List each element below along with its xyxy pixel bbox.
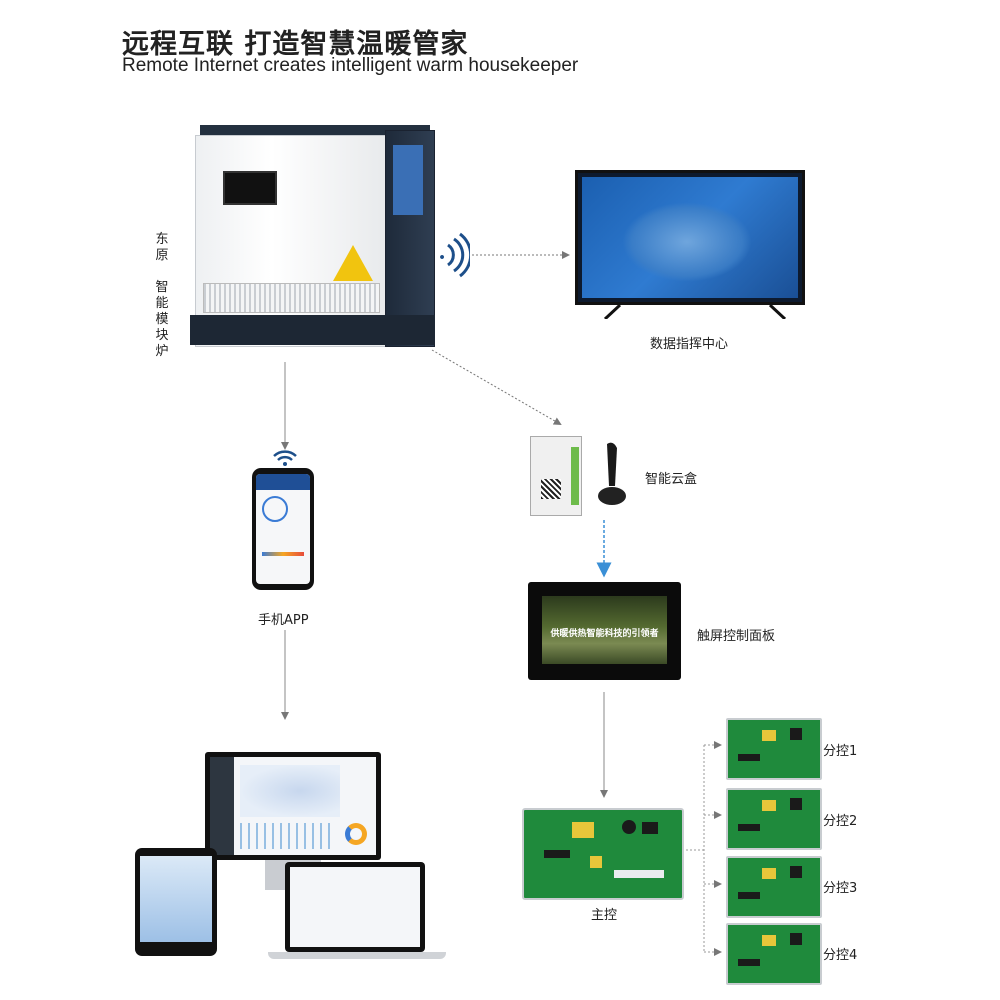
- mobile-app-label: 手机APP: [258, 613, 309, 628]
- sub-control-board-3: [726, 856, 822, 918]
- data-center-label: 数据指挥中心: [650, 337, 729, 352]
- data-center-screen-image: [575, 170, 805, 305]
- sub-control-board-4: [726, 923, 822, 985]
- boiler-control-panel: [223, 171, 277, 205]
- connector-boiler-to-cloudbox: [431, 349, 562, 426]
- touch-panel-image: 供暖供热智能科技的引领者: [528, 582, 681, 680]
- sub-control-label-3: 分控3: [823, 881, 858, 896]
- laptop-base: [268, 952, 446, 959]
- modular-boiler-image: [190, 125, 440, 365]
- antenna-icon: [598, 442, 626, 505]
- cloud-box-label: 智能云盒: [645, 472, 698, 487]
- main-control-board-image: [522, 808, 684, 900]
- phone-wifi-icon: [273, 450, 297, 466]
- desktop-monitor-image: [205, 752, 381, 860]
- sub-control-board-1: [726, 718, 822, 780]
- sub-control-board-2: [726, 788, 822, 850]
- touch-panel-screen-text: 供暖供热智能科技的引领者: [550, 629, 659, 639]
- boiler-label: 东 原 智 能 模 块 炉: [155, 232, 169, 359]
- title-chinese: 远程互联 打造智慧温暖管家: [122, 29, 469, 60]
- tv-stand: [603, 305, 787, 319]
- sub-control-label-1: 分控1: [823, 744, 858, 759]
- touch-panel-label: 触屏控制面板: [697, 629, 776, 644]
- wifi-signal-icon: [440, 232, 470, 278]
- cloud-box-image: [530, 436, 582, 516]
- laptop-image: [285, 862, 425, 952]
- tablet-image: [135, 848, 217, 956]
- mobile-app-image: [252, 468, 314, 590]
- title-english: Remote Internet creates intelligent warm…: [122, 55, 579, 76]
- sub-control-label-2: 分控2: [823, 814, 858, 829]
- main-control-label: 主控: [591, 908, 618, 923]
- sub-control-label-4: 分控4: [823, 948, 858, 963]
